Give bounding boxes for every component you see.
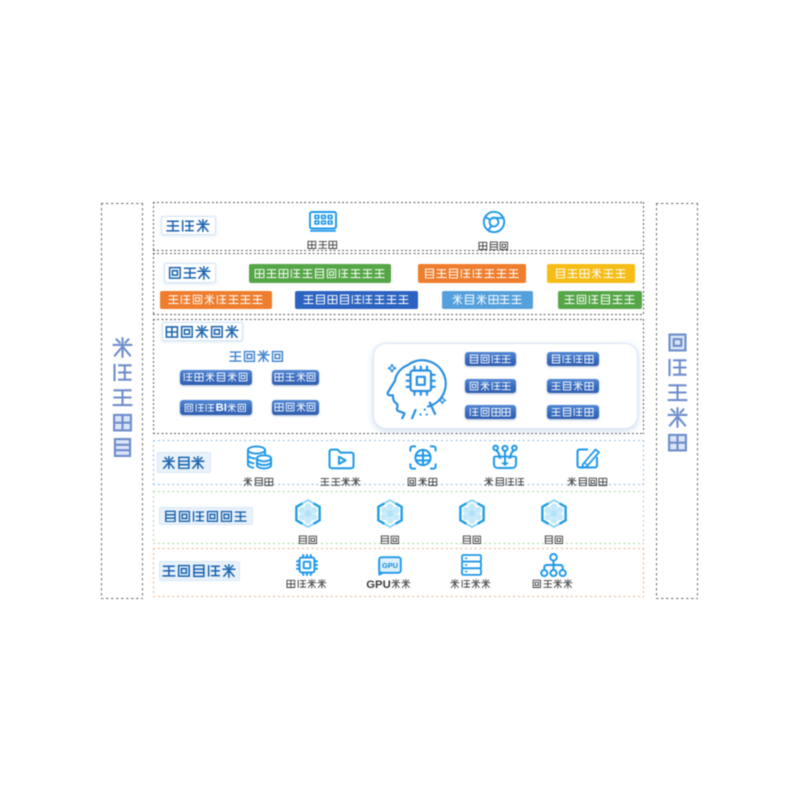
svg-text:GPU: GPU bbox=[381, 561, 397, 570]
